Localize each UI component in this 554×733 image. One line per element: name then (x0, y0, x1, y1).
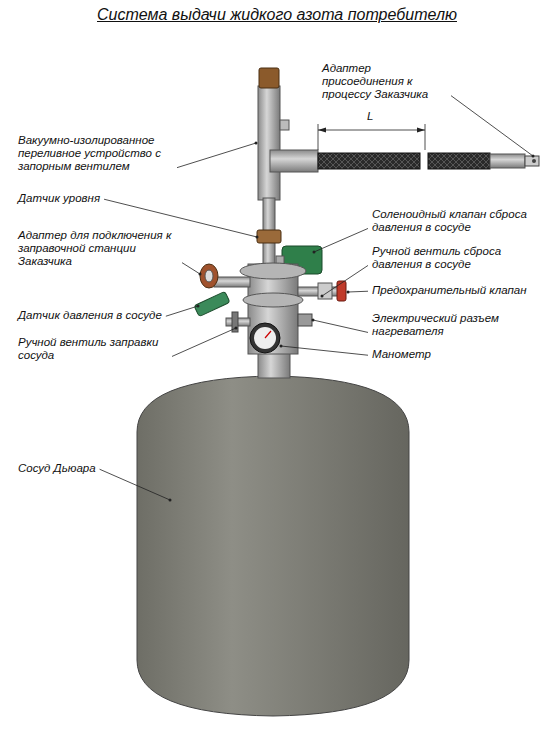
manometer-face (254, 327, 276, 349)
leader-line (100, 469, 170, 500)
leader-dot (280, 345, 283, 348)
callout-label: Электрический разъем нагревателя (372, 312, 517, 338)
adapter-pin (532, 159, 536, 163)
hose (318, 153, 420, 169)
callout-label: Датчик давления в сосуде (18, 309, 162, 322)
station-adapter-face (205, 270, 213, 282)
leader-dot (169, 499, 172, 502)
level-sensor (257, 230, 281, 243)
extension-line (318, 124, 319, 150)
leader-line (177, 143, 256, 168)
dewar-vessel (137, 376, 409, 716)
leader-dot (235, 327, 238, 330)
leader-line (166, 306, 198, 316)
callout-label: Вакуумно-изолированное переливное устрой… (18, 134, 173, 174)
station-pipe (214, 277, 250, 287)
vessel-neck (258, 352, 290, 378)
callout-label: Соленоидный клапан сброса давления в сос… (372, 208, 532, 234)
leader-dot (532, 155, 535, 158)
leader-dot (313, 251, 316, 254)
diagram-title: Система выдачи жидкого азота потребителю (0, 6, 554, 24)
leader-line (451, 96, 533, 156)
callout-label: Сосуд Дьюара (18, 462, 96, 475)
leader-line (348, 291, 368, 293)
leader-line (314, 228, 368, 252)
vacuum-tube (258, 86, 280, 200)
leader-dot (312, 319, 315, 322)
leader-dot (256, 236, 259, 239)
leader-line (322, 265, 368, 296)
dimension-arrow (318, 128, 425, 133)
leader-line (182, 263, 200, 274)
pressure-sensor (194, 291, 230, 316)
callout-label: Ручной вентиль заправки сосуда (18, 336, 168, 362)
leader-line (281, 346, 368, 355)
dimension-label: L (367, 110, 373, 123)
shutoff-valve (280, 120, 289, 130)
callout-label: Ручной вентиль сброса давления в сосуде (372, 245, 527, 271)
callout-label: Адаптер для подключения к заправочной ст… (18, 229, 178, 269)
callout-label: Предохранительный клапан (372, 284, 527, 297)
hose (428, 153, 490, 169)
extension-line (425, 124, 426, 150)
callout-label: Датчик уровня (18, 192, 100, 205)
leader-dot (321, 295, 324, 298)
head-flange (243, 293, 303, 307)
heater-connector (298, 314, 312, 326)
manometer-needle (265, 331, 271, 338)
leader-dot (347, 291, 350, 294)
process-adapter (525, 156, 539, 166)
station-adapter (200, 264, 218, 288)
leader-line (313, 320, 368, 332)
leader-line (172, 328, 236, 356)
callout-label: Адаптер присоединения к процессу Заказчи… (322, 62, 447, 102)
dimension-line (318, 130, 425, 131)
leader-dot (255, 142, 258, 145)
tee-branch (270, 150, 318, 172)
tube-cap (259, 68, 279, 88)
vent-valve-handle (337, 281, 346, 301)
leader-dot (197, 305, 200, 308)
manometer (250, 323, 280, 353)
callout-label: Манометр (372, 348, 431, 361)
leader-dot (199, 273, 202, 276)
hose-fitting (490, 154, 525, 168)
